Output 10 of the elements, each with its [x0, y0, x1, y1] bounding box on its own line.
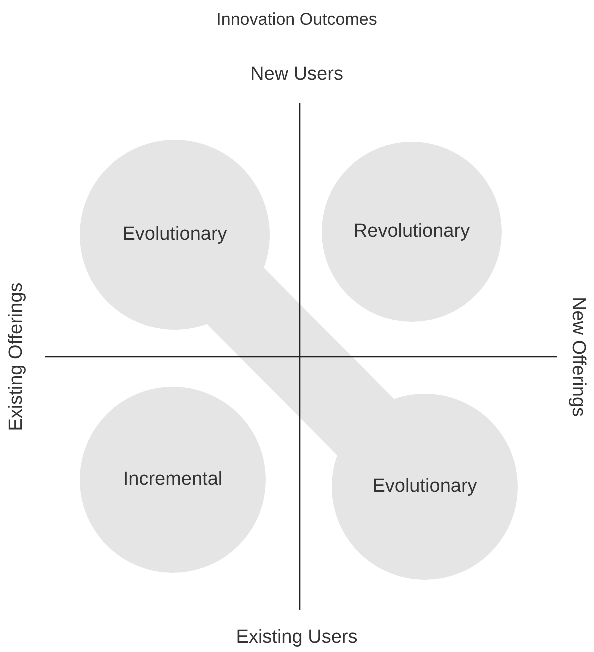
axis-label: New Users	[250, 64, 344, 86]
axis-label: Existing Users	[236, 627, 358, 649]
axis-label: Existing Offerings	[6, 282, 28, 432]
title: Innovation Outcomes	[216, 10, 378, 30]
circle-label: Evolutionary	[372, 476, 478, 498]
circle-label: Revolutionary	[354, 221, 470, 243]
circle-label: Incremental	[123, 469, 223, 491]
circle-label: Evolutionary	[122, 224, 228, 246]
axis-label: New Offerings	[567, 296, 589, 418]
connecting-band	[206, 267, 394, 456]
